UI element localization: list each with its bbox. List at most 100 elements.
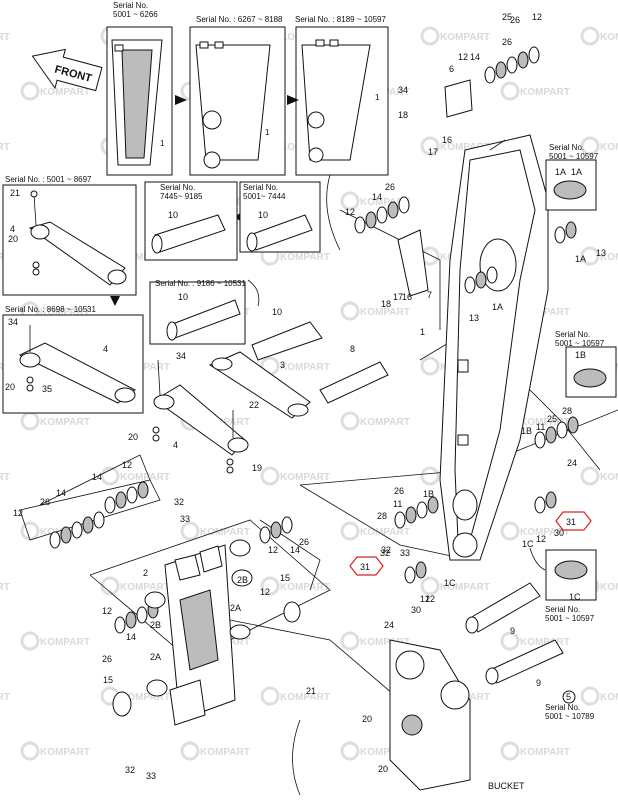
shim-ring (49, 531, 61, 549)
watermark-mark (100, 466, 120, 486)
watermark-text: KOMPART (280, 362, 330, 373)
shim-ring (114, 616, 126, 634)
watermark-text: KOMPART (0, 582, 10, 593)
watermark-text: KOMPART (200, 747, 250, 758)
part-callout-19: 19 (252, 463, 262, 473)
serial-label-5: Serial No.5001 ~ 10597 (549, 143, 599, 161)
part-callout-12: 12 (420, 594, 430, 604)
shim-ring (405, 506, 417, 524)
callout-1: 1 (265, 128, 270, 137)
shim-ring (394, 511, 406, 529)
watermark-mark (340, 741, 360, 761)
shim-ring (475, 271, 487, 289)
shim-ring (136, 606, 148, 624)
part-callout-3: 3 (280, 360, 285, 370)
part-callout-32: 32 (380, 548, 390, 558)
part-callout-5: 5 (566, 692, 571, 702)
watermark-mark (420, 26, 440, 46)
shim-ring (567, 416, 579, 434)
watermark-mark (20, 81, 40, 101)
serial-label-12: Serial No.5001 ~ 10597 (545, 605, 595, 623)
part-callout-12: 12 (458, 52, 468, 62)
watermark-text: KOMPART (600, 142, 618, 153)
watermark-mark (420, 466, 440, 486)
watermark-mark (580, 466, 600, 486)
part-callout-1c: 1C (569, 592, 581, 602)
serial-label-10: Serial No. : 8698 ~ 10531 (5, 305, 97, 314)
bushing-detail-boxes: Serial No.5001 ~ 10597 Serial No.5001 ~ … (529, 143, 617, 623)
watermark-mark (420, 356, 440, 376)
part-callout-12: 12 (536, 534, 546, 544)
watermark-text: KOMPART (520, 417, 570, 428)
watermark-text: KOMPART (440, 32, 490, 43)
watermark-mark (500, 741, 520, 761)
arm-variant-panel-2: Serial No. : 6267 ~ 8188 1 (189, 15, 286, 176)
watermark-mark (20, 411, 40, 431)
watermark-text: KOMPART (520, 637, 570, 648)
watermark-mark (580, 136, 600, 156)
part-callout-22: 22 (249, 400, 259, 410)
watermark-text: KOMPART (0, 472, 10, 483)
part-callout-24: 24 (384, 620, 394, 630)
part-callout-14: 14 (126, 632, 136, 642)
watermark-text: KOMPART (520, 747, 570, 758)
link-variant-box-2: Serial No. : 8698 ~ 10531 (2, 305, 144, 414)
highlighted-callouts (349, 511, 592, 576)
part-callout-30: 30 (411, 605, 421, 615)
shim-ring (495, 61, 507, 79)
shim-ring (259, 526, 271, 544)
part-callout-26: 26 (394, 486, 404, 496)
serial-label-7: Serial No.7445~ 9185 (160, 183, 203, 201)
shim-ring (365, 211, 377, 229)
watermark-text: KOMPART (520, 307, 570, 318)
part-callout-1a: 1A (492, 302, 503, 312)
watermark-text: KOMPART (280, 472, 330, 483)
part-callout-12: 12 (425, 594, 435, 604)
watermark-text: KOMPART (0, 692, 10, 703)
part-callout-13: 13 (596, 248, 606, 258)
watermark-text: KOMPART (600, 582, 618, 593)
shim-ring (486, 266, 498, 284)
part-callout-31: 31 (360, 562, 370, 572)
shim-ring (554, 226, 566, 244)
serial-label-8: Serial No.5001~ 7444 (243, 183, 286, 201)
part-callout-26: 26 (299, 537, 309, 547)
part-callout-1c: 1C (444, 578, 456, 588)
part-callout-2a: 2A (150, 652, 161, 662)
part-callout-32: 32 (381, 545, 391, 555)
part-callout-20: 20 (128, 432, 138, 442)
pin-9-group: Serial No.5001 ~ 10789 (465, 582, 595, 721)
watermark-mark (340, 631, 360, 651)
part-callout-2: 2 (143, 568, 148, 578)
watermark-text: KOMPART (600, 692, 618, 703)
watermark-text: KOMPART (120, 692, 170, 703)
watermark-text: KOMPART (120, 582, 170, 593)
watermark-text: KOMPART (600, 472, 618, 483)
serial-label-13: Serial No.5001 ~ 10789 (545, 703, 595, 721)
shim-ring (82, 516, 94, 534)
part-callout-1a: 1A (555, 167, 566, 177)
part-callout-26: 26 (40, 497, 50, 507)
watermark-text: KOMPART (0, 32, 10, 43)
watermark-mark (340, 301, 360, 321)
part-callout-20: 20 (5, 382, 15, 392)
shim-ring (427, 496, 439, 514)
shim-ring (565, 221, 577, 239)
watermark-mark (100, 576, 120, 596)
watermark-text: KOMPART (360, 417, 410, 428)
part-callout-11: 11 (393, 499, 402, 509)
shim-ring (398, 196, 410, 214)
part-callout-4: 4 (103, 344, 108, 354)
watermark-text: KOMPART (40, 307, 90, 318)
front-arrow: FRONT (31, 48, 103, 92)
arm-variant-panel-1: Serial No.5001 ~ 6266 1 (106, 1, 173, 176)
watermark-text: KOMPART (40, 417, 90, 428)
watermark-text: KOMPART (200, 527, 250, 538)
shim-ring (517, 51, 529, 69)
watermark-mark (260, 686, 280, 706)
part-callout-33: 33 (400, 548, 410, 558)
part-callout-26: 26 (502, 37, 512, 47)
watermark-mark (260, 466, 280, 486)
serial-label-9: Serial No. : 9186 ~ 10531 (155, 279, 247, 288)
part-callout-14: 14 (56, 488, 66, 498)
